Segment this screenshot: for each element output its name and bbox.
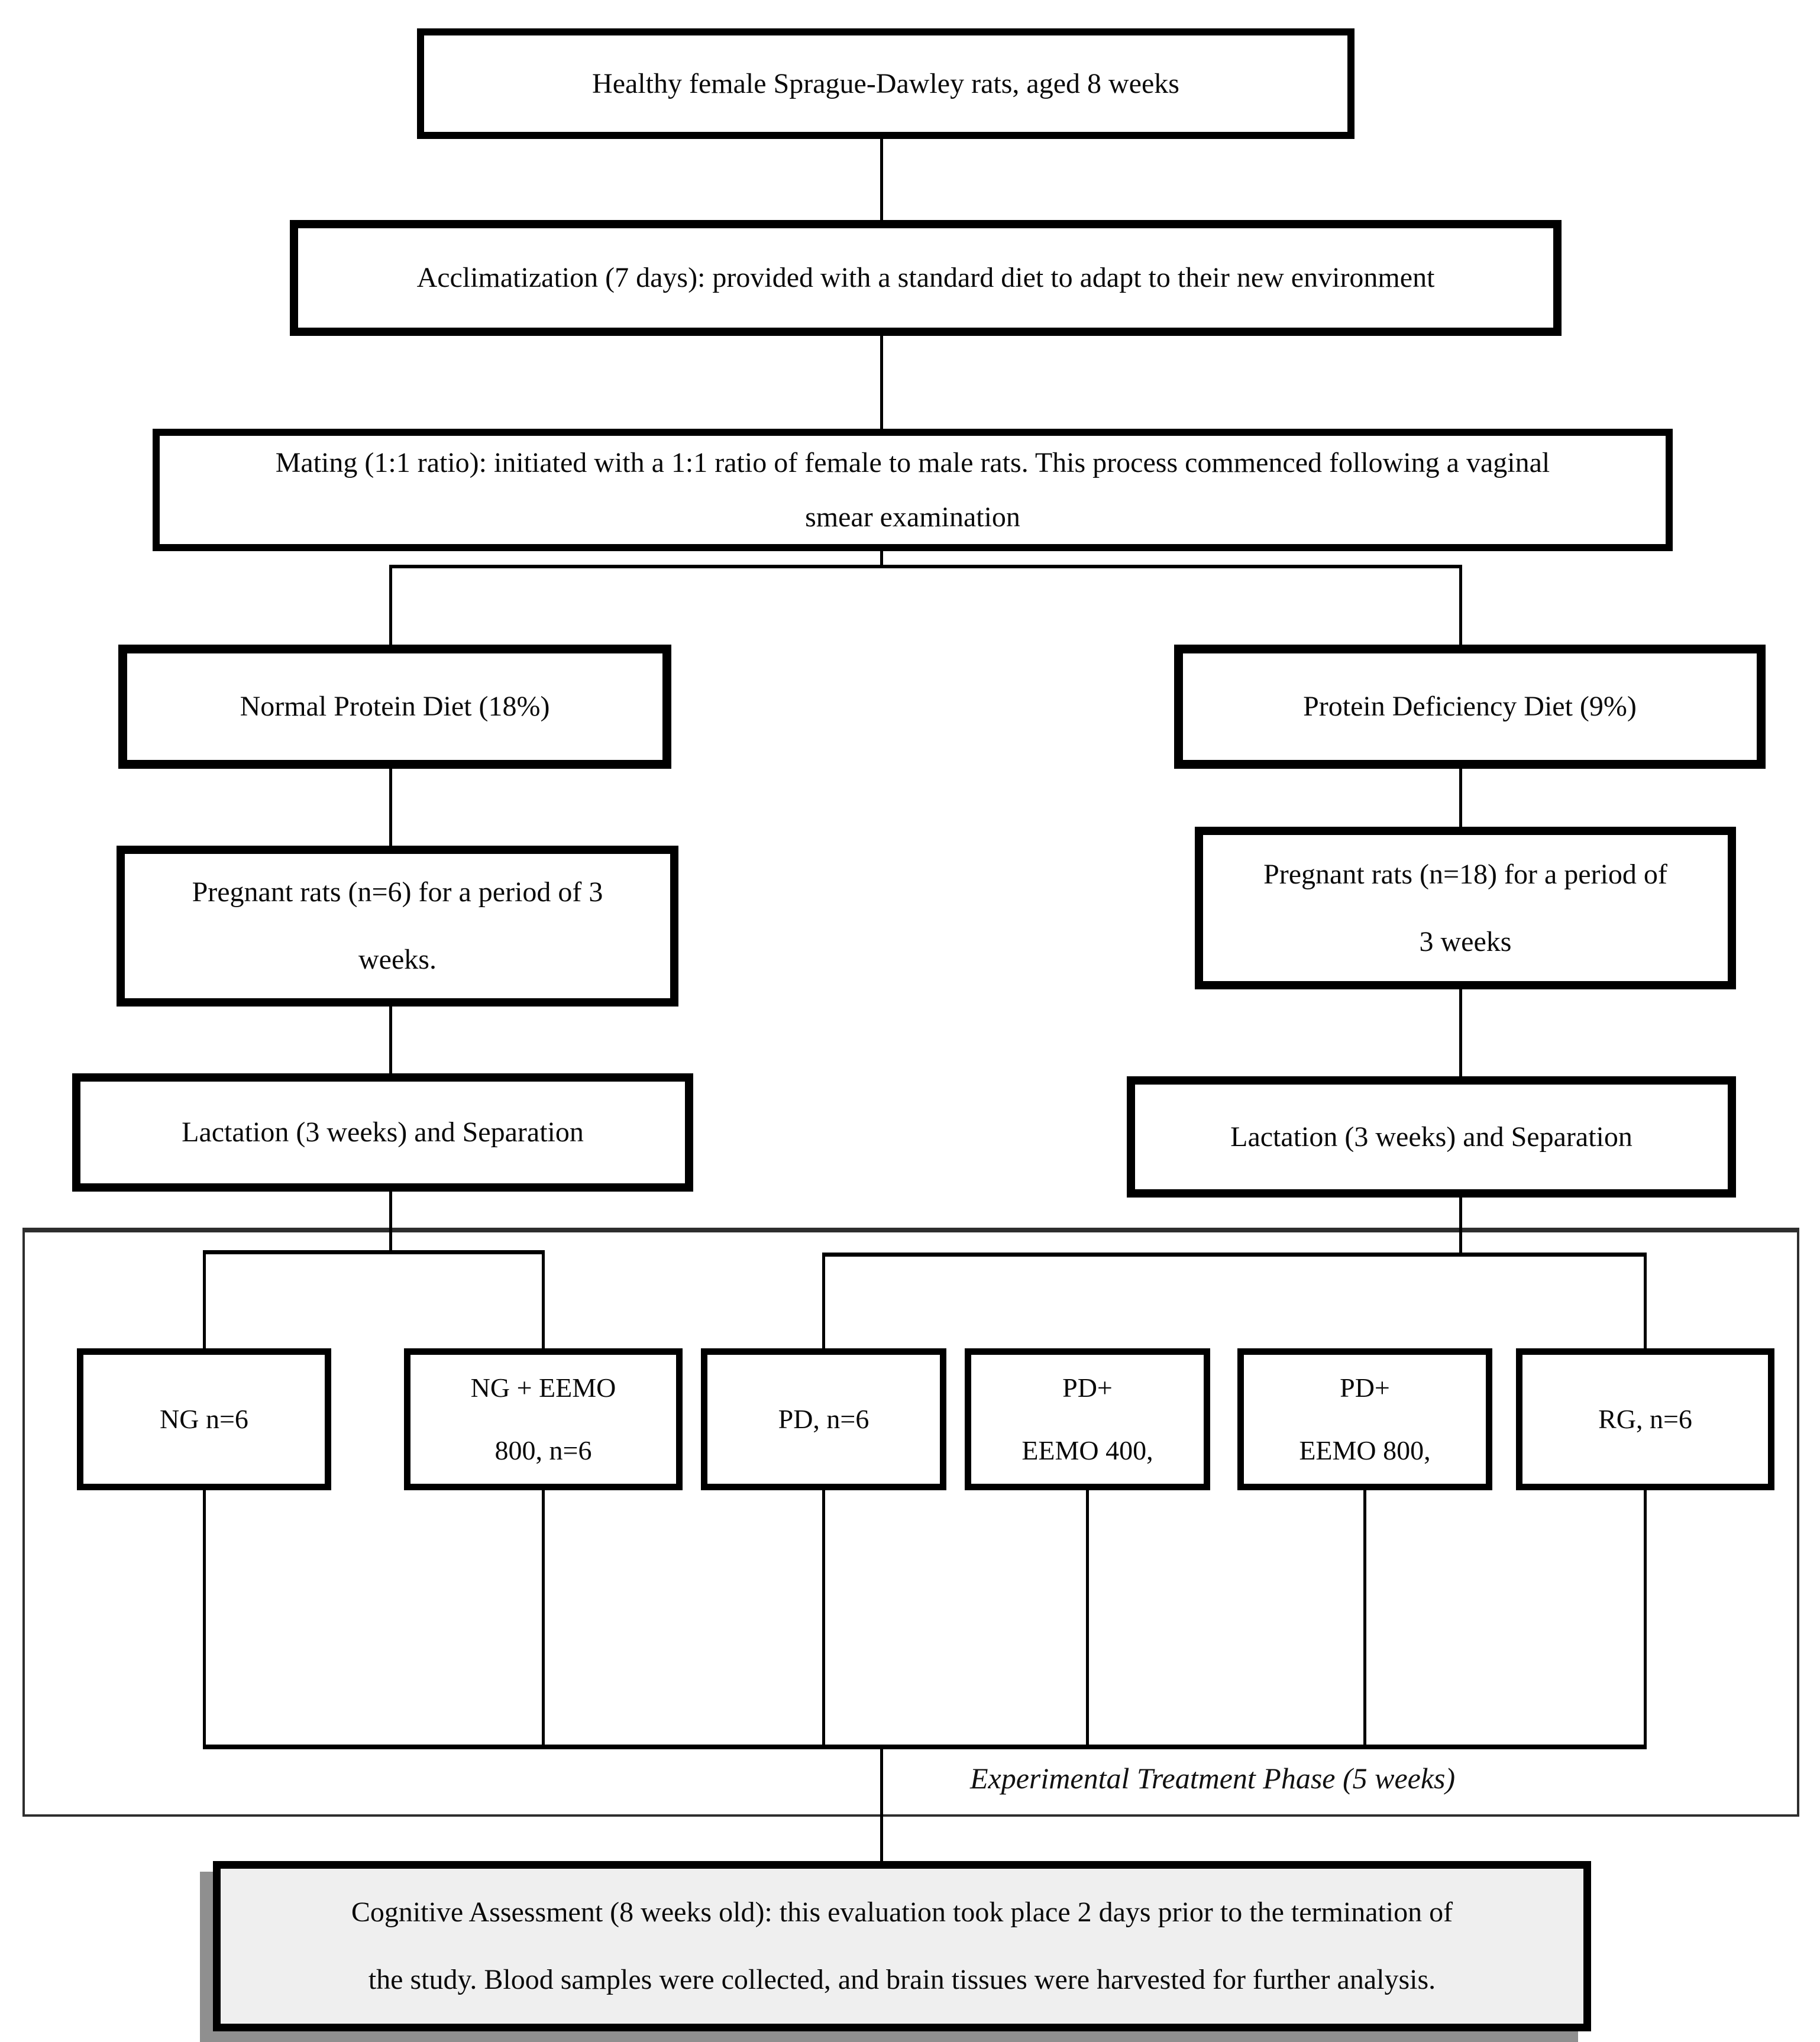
connector-pregnant-lactation-left bbox=[389, 1005, 392, 1075]
connector-normal-diet-pregnant bbox=[389, 768, 392, 847]
connector-pd-eemo400-bottom-bus bbox=[1086, 1489, 1089, 1748]
connector-ng-bottom-bus bbox=[203, 1489, 206, 1748]
connector-ng-eemo-bottom-bus bbox=[542, 1489, 545, 1748]
connector-deficiency-diet-pregnant bbox=[1459, 768, 1462, 828]
box-group-rg: RG, n=6 bbox=[1516, 1348, 1774, 1490]
box-pregnant-left-line2: weeks. bbox=[358, 944, 437, 975]
connector-pd-bottom-bus bbox=[822, 1489, 825, 1748]
box-lactation-right: Lactation (3 weeks) and Separation bbox=[1127, 1076, 1736, 1198]
box-group-pd-eemo800-line2: EEMO 800, bbox=[1299, 1435, 1431, 1465]
box-pregnant-right-line2: 3 weeks bbox=[1419, 925, 1512, 957]
branch-bus-mating bbox=[389, 565, 1462, 568]
box-group-pd-text: PD, n=6 bbox=[778, 1404, 869, 1434]
connector-bus-normal-diet bbox=[389, 565, 392, 646]
box-pregnant-right: Pregnant rats (n=18) for a period of 3 w… bbox=[1195, 827, 1736, 989]
box-normal-protein-diet-text: Normal Protein Diet (18%) bbox=[240, 691, 550, 722]
box-pregnant-left: Pregnant rats (n=6) for a period of 3 we… bbox=[117, 846, 678, 1007]
connector-mating-stub bbox=[880, 550, 883, 567]
bottom-bus-groups bbox=[203, 1745, 1647, 1749]
box-group-ng-text: NG n=6 bbox=[160, 1404, 248, 1434]
box-group-ng-eemo800: NG + EEMO 800, n=6 bbox=[404, 1348, 683, 1490]
box-cognitive-line2: the study. Blood samples were collected,… bbox=[368, 1964, 1436, 1995]
box-mating-line2: smear examination bbox=[805, 501, 1020, 533]
box-healthy-rats-text: Healthy female Sprague-Dawley rats, aged… bbox=[592, 67, 1179, 99]
box-protein-deficiency-diet-text: Protein Deficiency Diet (9%) bbox=[1303, 691, 1637, 722]
connector-bus-ng-eemo bbox=[542, 1250, 545, 1351]
box-group-pd-eemo800: PD+ EEMO 800, bbox=[1237, 1348, 1492, 1490]
box-group-pd-eemo800-line1: PD+ bbox=[1340, 1373, 1390, 1403]
connector-pregnant-lactation-right bbox=[1459, 988, 1462, 1077]
box-mating-line1: Mating (1:1 ratio): initiated with a 1:1… bbox=[275, 446, 1550, 478]
connector-healthy-acclimatization bbox=[880, 138, 883, 221]
box-cognitive-assessment: Cognitive Assessment (8 weeks old): this… bbox=[213, 1861, 1591, 2031]
box-lactation-left: Lactation (3 weeks) and Separation bbox=[72, 1073, 693, 1192]
box-mating: Mating (1:1 ratio): initiated with a 1:1… bbox=[153, 429, 1673, 551]
box-acclimatization-text: Acclimatization (7 days): provided with … bbox=[416, 262, 1435, 293]
box-lactation-left-text: Lactation (3 weeks) and Separation bbox=[182, 1117, 584, 1148]
experimental-phase-frame bbox=[22, 1228, 1799, 1817]
box-acclimatization: Acclimatization (7 days): provided with … bbox=[290, 220, 1562, 336]
box-group-ng-eemo800-line1: NG + EEMO bbox=[470, 1373, 616, 1403]
box-normal-protein-diet: Normal Protein Diet (18%) bbox=[118, 645, 671, 769]
connector-bus-rg bbox=[1644, 1253, 1647, 1351]
box-pregnant-right-line1: Pregnant rats (n=18) for a period of bbox=[1263, 858, 1667, 890]
branch-bus-right-groups bbox=[822, 1253, 1647, 1257]
box-group-pd-eemo400: PD+ EEMO 400, bbox=[965, 1348, 1210, 1490]
experimental-phase-label: Experimental Treatment Phase (5 weeks) bbox=[970, 1762, 1456, 1795]
box-lactation-right-text: Lactation (3 weeks) and Separation bbox=[1230, 1121, 1632, 1153]
connector-bus-cognitive bbox=[880, 1749, 883, 1861]
box-cognitive-line1: Cognitive Assessment (8 weeks old): this… bbox=[351, 1897, 1453, 1928]
connector-lactation-right-bus bbox=[1459, 1196, 1462, 1256]
connector-bus-deficiency-diet bbox=[1459, 565, 1462, 646]
box-group-ng-eemo800-line2: 800, n=6 bbox=[494, 1435, 592, 1465]
connector-bus-pd bbox=[822, 1253, 825, 1351]
connector-pd-eemo800-bottom-bus bbox=[1363, 1489, 1366, 1748]
box-group-pd-eemo400-line1: PD+ bbox=[1062, 1373, 1113, 1403]
box-group-pd: PD, n=6 bbox=[701, 1348, 946, 1490]
branch-bus-left-groups bbox=[203, 1250, 545, 1254]
box-protein-deficiency-diet: Protein Deficiency Diet (9%) bbox=[1174, 645, 1766, 769]
box-healthy-rats: Healthy female Sprague-Dawley rats, aged… bbox=[417, 28, 1355, 139]
box-group-ng: NG n=6 bbox=[77, 1348, 331, 1490]
box-group-pd-eemo400-line2: EEMO 400, bbox=[1021, 1435, 1153, 1465]
connector-lactation-left-bus bbox=[389, 1190, 392, 1254]
connector-bus-ng bbox=[203, 1250, 206, 1351]
box-group-rg-text: RG, n=6 bbox=[1598, 1404, 1692, 1434]
connector-rg-bottom-bus bbox=[1644, 1489, 1647, 1748]
box-pregnant-left-line1: Pregnant rats (n=6) for a period of 3 bbox=[192, 876, 603, 908]
connector-acclimatization-mating bbox=[880, 335, 883, 430]
